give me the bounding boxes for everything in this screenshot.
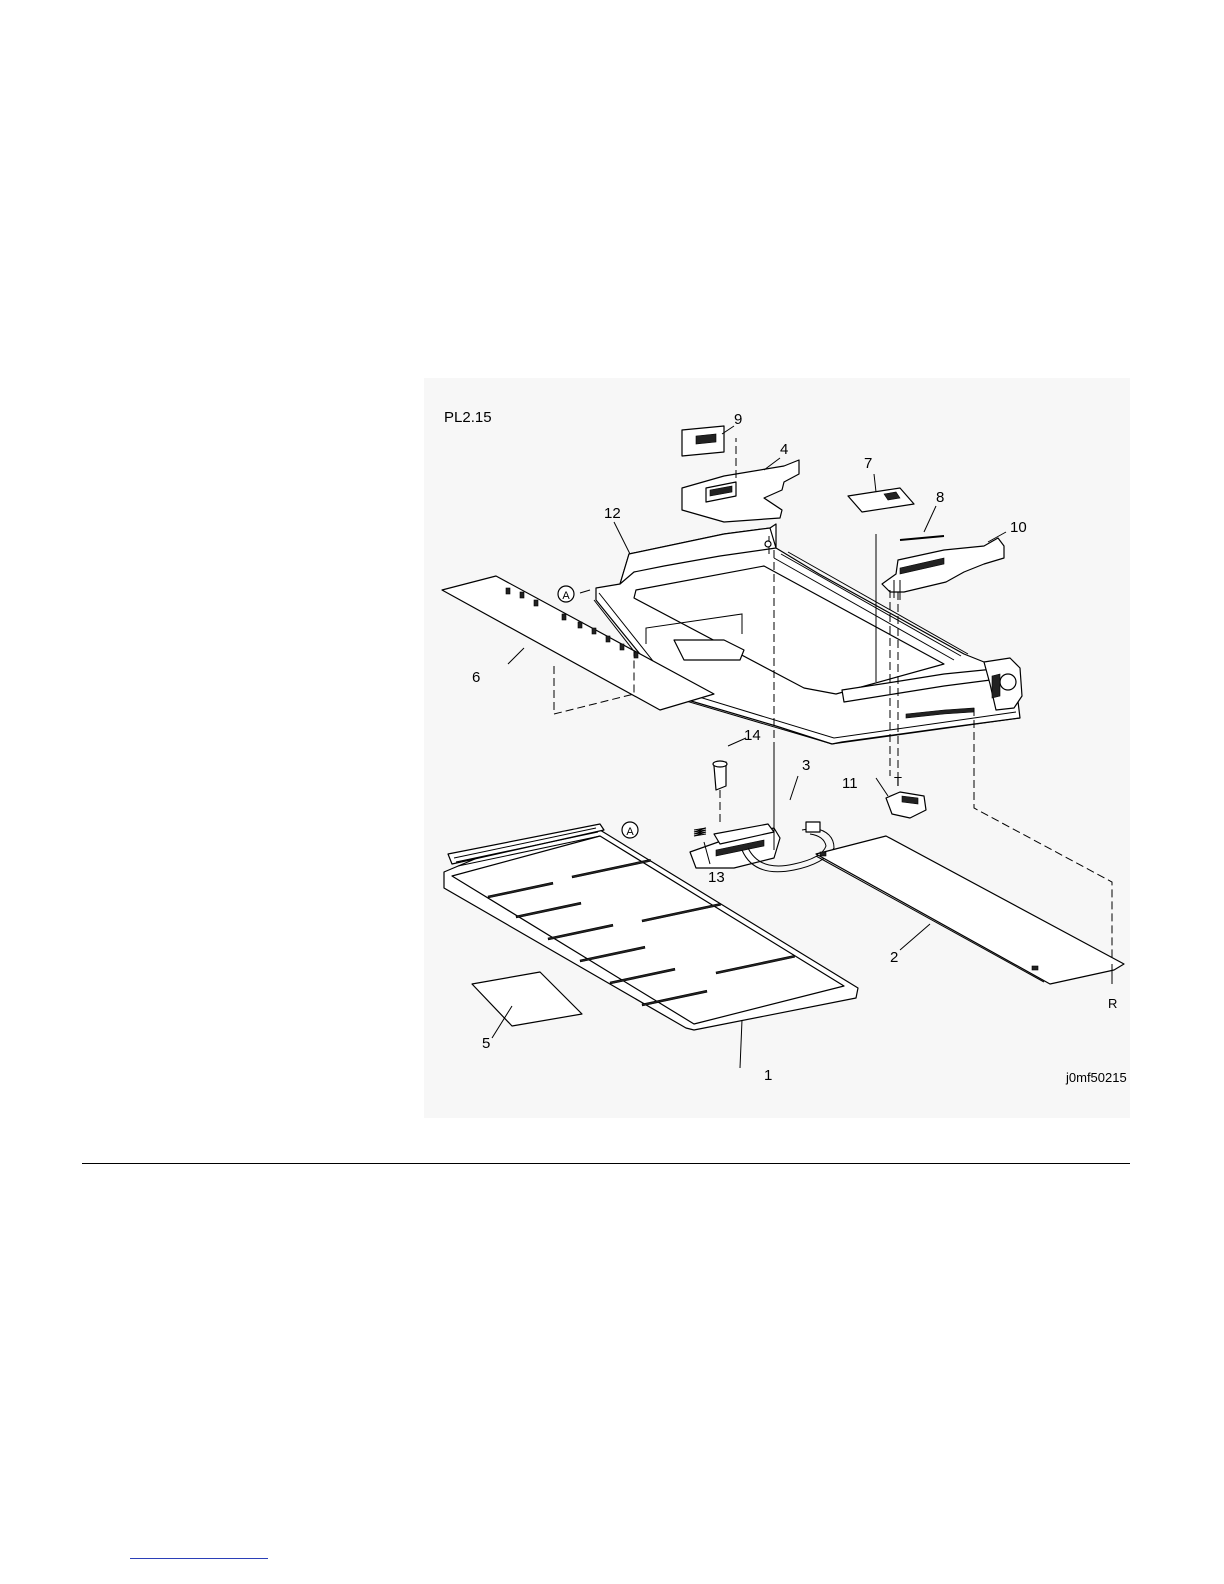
callout-13: 13 (708, 869, 725, 886)
footer-link-underline (130, 1558, 268, 1559)
part-5-sheet (472, 972, 582, 1026)
parts-diagram: PL2.15 j0mf50215 (424, 378, 1130, 1118)
callout-6: 6 (472, 669, 480, 686)
svg-text:A: A (562, 590, 570, 602)
callout-12: 12 (604, 505, 621, 522)
callout-11: 11 (842, 775, 858, 792)
callout-7: 7 (864, 455, 872, 472)
figure-title: PL2.15 (444, 409, 492, 426)
callout-2: 2 (890, 949, 898, 966)
reference-marker-r: R (1108, 996, 1117, 1011)
callout-3: 3 (802, 757, 810, 774)
part-2-rail (816, 836, 1124, 984)
callout-9: 9 (734, 411, 742, 428)
reference-marker-a-upper: A (558, 586, 574, 602)
callout-5: 5 (482, 1035, 490, 1052)
callout-4: 4 (780, 441, 788, 458)
part-13-spring (694, 828, 706, 836)
part-11-board (886, 792, 926, 818)
part-9-label (682, 426, 724, 456)
part-7-label (848, 488, 914, 512)
exploded-view: PL2.15 j0mf50215 (424, 378, 1130, 1118)
callout-10: 10 (1010, 519, 1027, 536)
callout-1: 1 (764, 1067, 772, 1084)
reference-marker-t: T (894, 774, 902, 789)
part-14-pin (713, 761, 727, 790)
part-3-sensor (690, 822, 834, 872)
part-8-strip (900, 536, 944, 540)
svg-text:A: A (626, 826, 634, 838)
reference-marker-a-lower: A (622, 822, 638, 838)
part-10-bracket (882, 538, 1004, 600)
figure-code: j0mf50215 (1065, 1070, 1127, 1085)
page-divider (82, 1163, 1130, 1164)
callout-14: 14 (744, 727, 761, 744)
callout-8: 8 (936, 489, 944, 506)
part-4-bracket (682, 460, 799, 522)
